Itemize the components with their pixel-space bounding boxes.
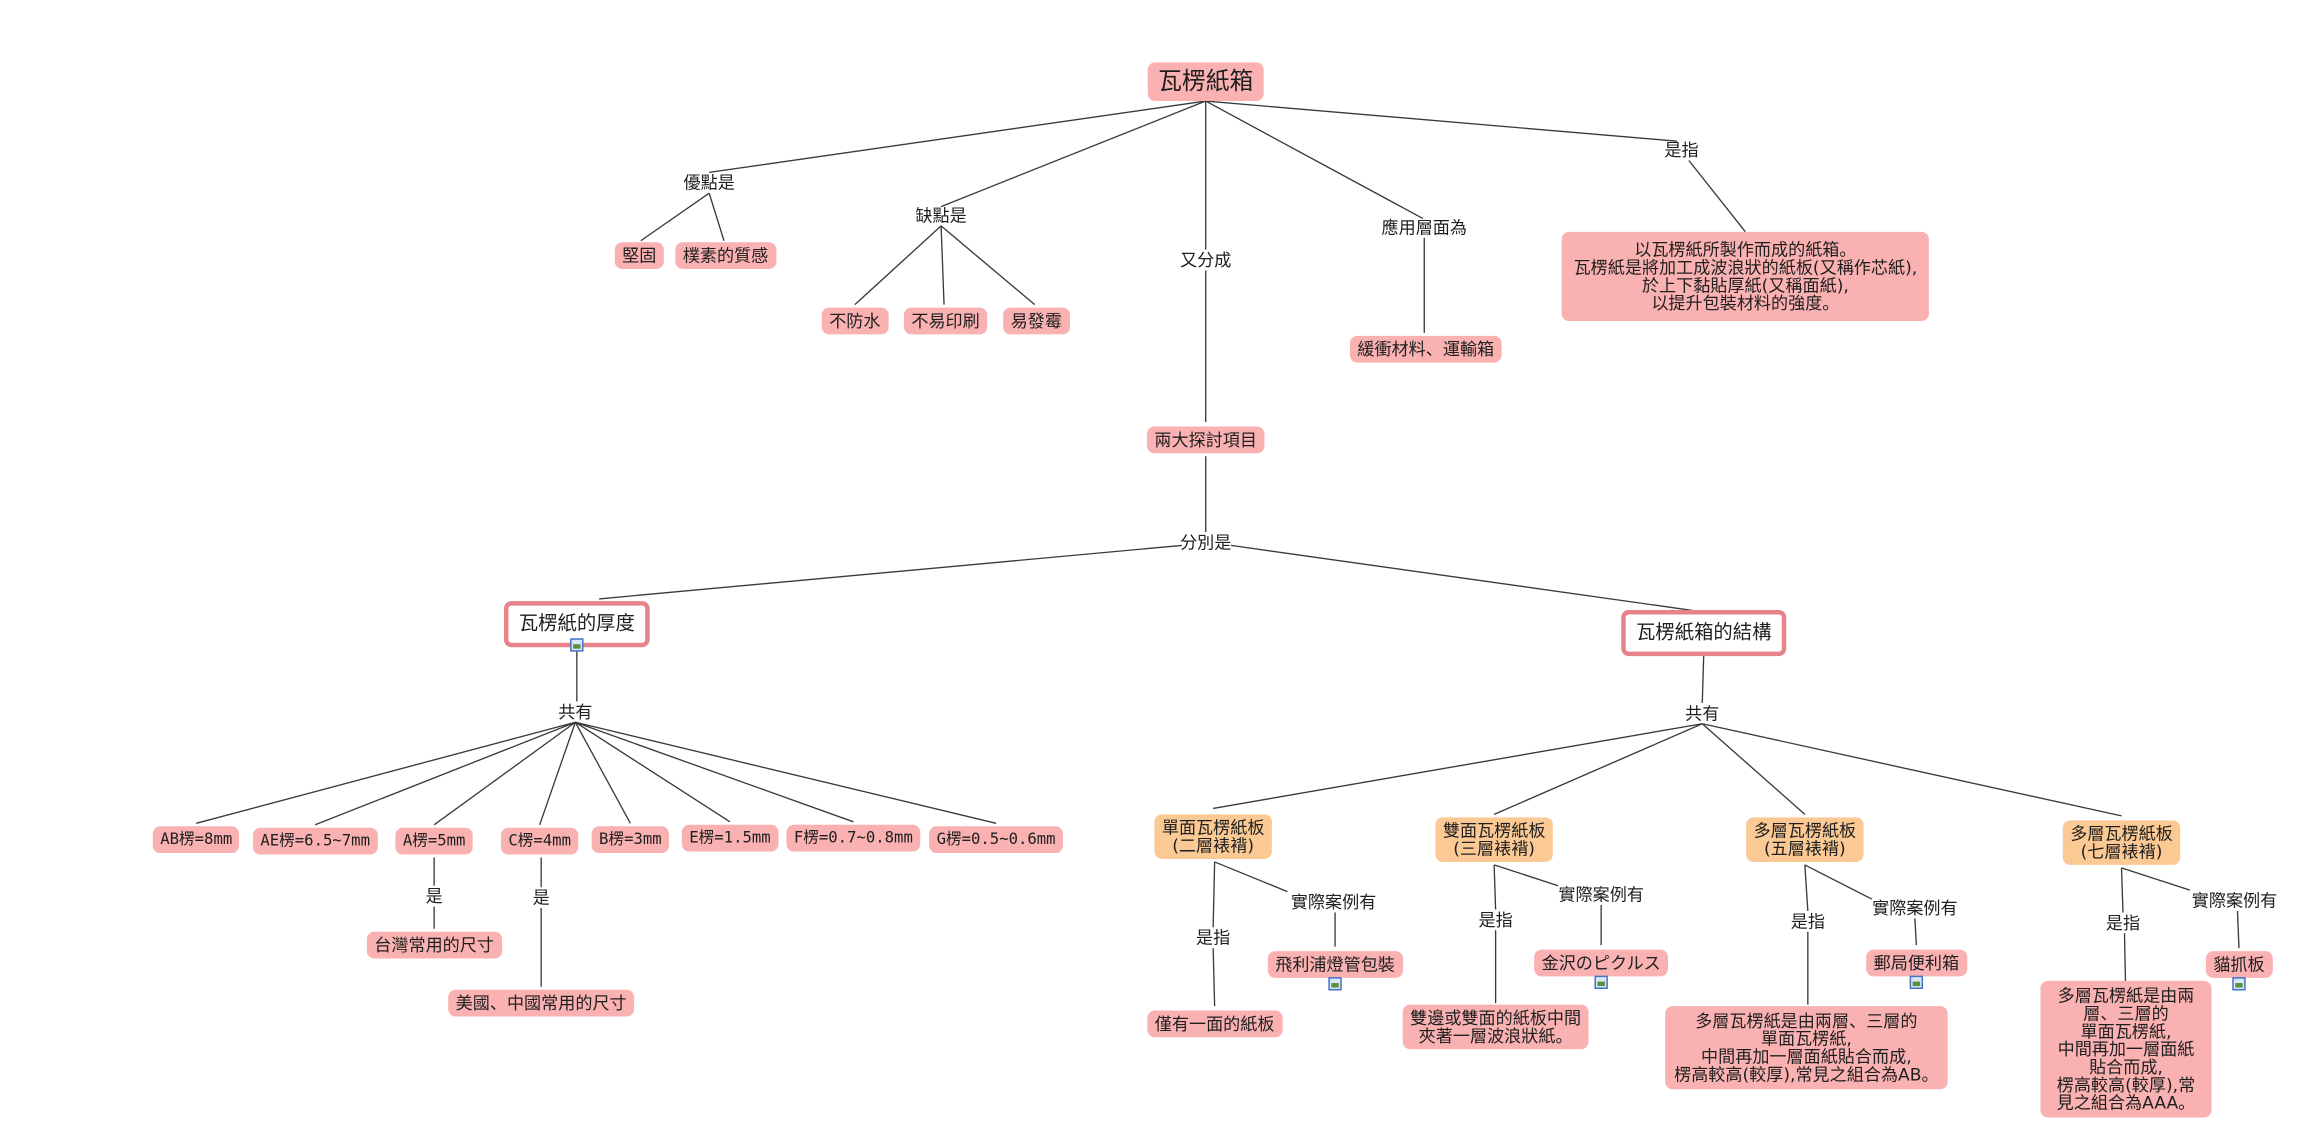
node-definition[interactable]: 以瓦楞紙所製作而成的紙箱。 瓦楞紙是將加工成波浪狀的紙板(又稱作芯紙), 於上下… [1561,231,1930,321]
node-double-face-board[interactable]: 雙面瓦楞紙板 (三層裱褙) [1435,817,1553,862]
node-simple-texture[interactable]: 樸素的質感 [675,242,776,269]
resource-icon[interactable] [1909,975,1924,989]
node-five-layer-board[interactable]: 多層瓦楞紙板 (五層裱褙) [1746,817,1864,862]
link-label-thickness-has: 共有 [558,701,593,723]
link-label-respectively: 分別是 [1180,532,1232,553]
node-not-waterproof[interactable]: 不防水 [821,307,888,335]
node-flute-c[interactable]: C楞=4mm [500,827,579,855]
link-label-double-is: 是指 [1478,909,1513,931]
node-seven-layer-board[interactable]: 多層瓦楞紙板 (七層裱褙) [2062,820,2181,865]
link-label-five-example: 實際案例有 [1872,897,1958,919]
link-label-seven-example: 實際案例有 [2191,890,2278,911]
node-hard-to-print[interactable]: 不易印刷 [903,307,988,335]
node-flute-g[interactable]: G楞=0.5~0.6mm [929,826,1064,854]
resource-icon[interactable] [1594,975,1608,989]
node-single-face-board[interactable]: 單面瓦楞紙板 (二層裱褙) [1154,814,1272,859]
node-taiwan-size[interactable]: 台灣常用的尺寸 [366,931,502,959]
resource-icon[interactable] [2232,977,2246,991]
node-flute-b[interactable]: B楞=3mm [591,826,670,854]
node-flute-f[interactable]: F楞=0.7~0.8mm [786,824,921,852]
node-flute-ae[interactable]: AE楞=6.5~7mm [252,827,378,855]
node-flute-ab[interactable]: AB楞=8mm [152,826,240,854]
link-label-definition: 是指 [1664,139,1699,161]
link-label-single-example: 實際案例有 [1290,891,1377,913]
node-single-example[interactable]: 飛利浦燈管包裝 [1267,951,1403,978]
resource-icon[interactable] [1328,977,1342,991]
node-single-desc[interactable]: 僅有一面的紙板 [1147,1010,1282,1038]
node-five-desc[interactable]: 多層瓦楞紙是由兩層、三層的 單面瓦楞紙, 中間再加一層面紙貼合而成, 楞高較高(… [1665,1006,1948,1090]
link-label-single-is: 是指 [1196,927,1231,949]
link-label-applications: 應用層面為 [1381,216,1468,238]
link-label-a-is: 是 [425,885,443,907]
link-label-c-is: 是 [532,887,550,909]
link-label-disadvantages: 缺點是 [915,205,967,226]
resource-icon[interactable] [570,638,584,652]
link-label-five-is: 是指 [1790,910,1825,932]
node-five-example[interactable]: 郵局便利箱 [1866,949,1967,977]
link-label-advantages: 優點是 [683,172,735,194]
node-application[interactable]: 緩衝材料、運輸箱 [1349,335,1502,363]
node-double-desc[interactable]: 雙邊或雙面的紙板中間 夾著一層波浪狀紙。 [1402,1004,1589,1050]
link-label-structure-has: 共有 [1685,702,1720,724]
node-seven-desc[interactable]: 多層瓦楞紙是由兩層、三層的 單面瓦楞紙, 中間再加一層面紙貼合而成, 楞高較高(… [2040,980,2212,1118]
link-label-divided: 又分成 [1180,249,1232,271]
node-structure[interactable]: 瓦楞紙箱的結構 [1621,610,1787,657]
node-easy-mold[interactable]: 易發霉 [1003,307,1070,335]
node-flute-e[interactable]: E楞=1.5mm [681,824,779,852]
node-flute-a[interactable]: A楞=5mm [395,827,473,855]
node-sturdy[interactable]: 堅固 [614,242,664,269]
node-us-china-size[interactable]: 美國、中國常用的尺寸 [448,989,635,1017]
link-label-seven-is: 是指 [2105,912,2141,934]
link-label-double-example: 實際案例有 [1558,884,1644,906]
node-double-example[interactable]: 金沢のピクルス [1534,949,1669,977]
node-two-topics[interactable]: 兩大探討項目 [1146,426,1265,454]
node-seven-example[interactable]: 貓抓板 [2205,951,2273,978]
root-node[interactable]: 瓦楞紙箱 [1147,62,1264,102]
